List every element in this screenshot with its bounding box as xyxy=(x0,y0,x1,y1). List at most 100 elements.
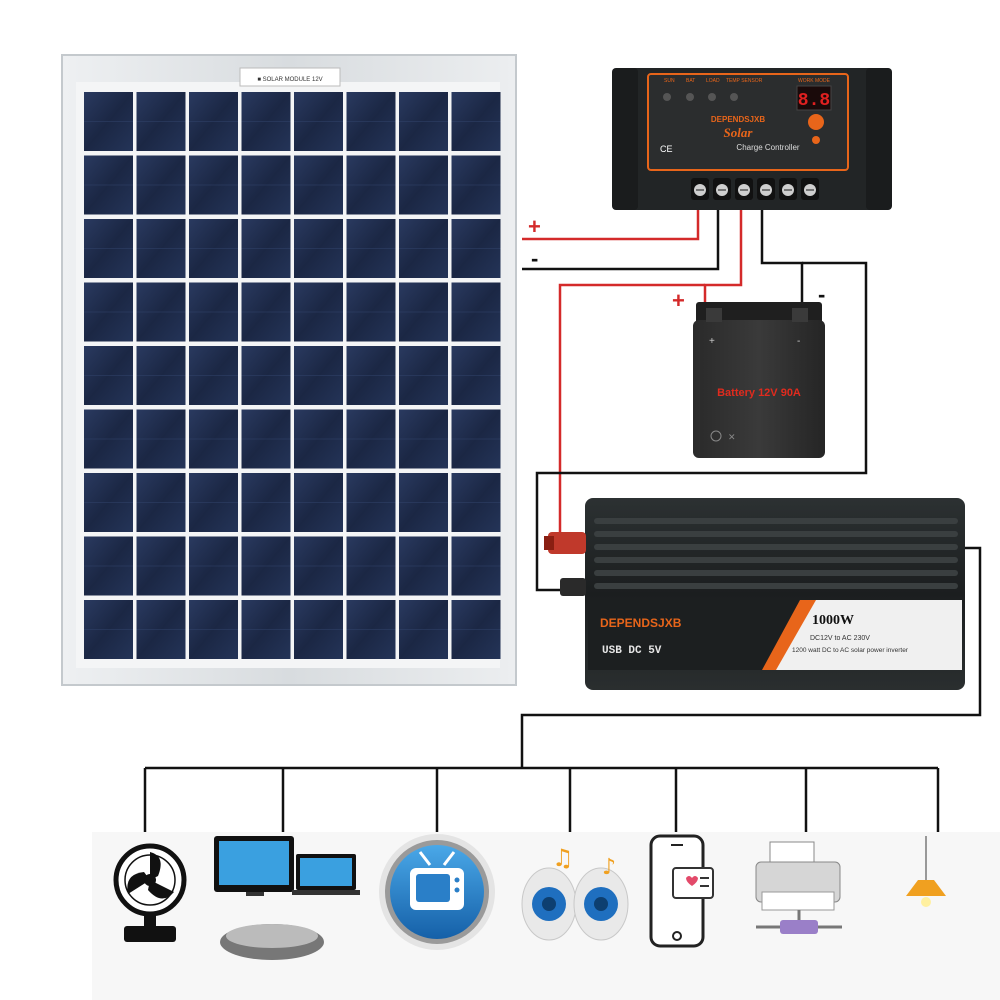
controller-product: Solar xyxy=(724,125,754,140)
solar-cell xyxy=(189,283,238,342)
solar-cell xyxy=(294,537,343,596)
terminal-screw xyxy=(713,178,731,200)
solar-cell xyxy=(137,219,186,278)
solar-cell xyxy=(137,473,186,532)
inverter-brand: DEPENDSJXB xyxy=(600,616,682,630)
solar-cell xyxy=(189,92,238,151)
battery-terminal-positive xyxy=(706,308,722,322)
solar-cell xyxy=(294,283,343,342)
panel-label-text: ■ SOLAR MODULE 12V xyxy=(257,77,322,83)
solar-cell xyxy=(452,283,501,342)
solar-cell xyxy=(242,92,291,151)
solar-cell xyxy=(347,92,396,151)
monitor-stand xyxy=(246,892,264,896)
solar-cell xyxy=(452,473,501,532)
battery-plus-wire-mark: + xyxy=(672,288,685,313)
solar-cell xyxy=(189,600,238,659)
solar-cell xyxy=(399,219,448,278)
panel-plus-mark: + xyxy=(528,214,541,239)
indicator-load: LOAD xyxy=(706,78,720,84)
terminal-screw xyxy=(691,178,709,200)
solar-cell xyxy=(452,537,501,596)
solar-cell xyxy=(84,156,133,215)
battery-terminal-negative xyxy=(792,308,808,322)
solar-cell xyxy=(399,410,448,469)
solar-cell xyxy=(189,219,238,278)
tv-screen xyxy=(416,874,450,902)
solar-cell xyxy=(452,156,501,215)
terminal-screw xyxy=(757,178,775,200)
battery-negative-wire xyxy=(762,210,802,306)
solar-cell xyxy=(347,473,396,532)
controller-left-tab xyxy=(612,68,638,210)
solar-cell xyxy=(242,346,291,405)
solar-cell xyxy=(399,346,448,405)
battery-positive-wire xyxy=(705,210,741,306)
bin-icon: ✕ xyxy=(728,432,736,442)
solar-cell xyxy=(84,219,133,278)
heat-fin xyxy=(594,557,958,563)
solar-cell xyxy=(452,600,501,659)
ce-mark: CE xyxy=(660,144,673,154)
fan-icon xyxy=(116,846,184,942)
solar-cell xyxy=(189,537,238,596)
mode-button[interactable] xyxy=(808,114,824,130)
inverter-spec-1: DC12V to AC 230V xyxy=(810,635,870,642)
solar-cell xyxy=(137,600,186,659)
heat-fin xyxy=(594,583,958,589)
solar-cell xyxy=(137,410,186,469)
fan-neck xyxy=(144,914,156,928)
solar-cell xyxy=(84,537,133,596)
solar-cell xyxy=(452,410,501,469)
laptop-base xyxy=(292,890,360,895)
indicator-sun: SUN xyxy=(664,78,675,84)
solar-cell xyxy=(399,600,448,659)
appliances: ♫ ♪ xyxy=(92,832,1000,1000)
fan-hub xyxy=(144,874,156,886)
mode-button-minor[interactable] xyxy=(812,136,820,144)
heat-fin xyxy=(594,570,958,576)
network-node-icon xyxy=(780,920,818,934)
mode-display-value: 8.8 xyxy=(798,91,830,111)
panel-minus-mark: - xyxy=(531,246,538,271)
solar-cell xyxy=(242,537,291,596)
heat-fin xyxy=(594,518,958,524)
battery-label: Battery 12V 90A xyxy=(717,387,801,399)
tv-icon xyxy=(379,834,495,950)
solar-cell xyxy=(242,600,291,659)
terminal-screw xyxy=(801,178,819,200)
solar-cell xyxy=(84,92,133,151)
solar-cell xyxy=(347,537,396,596)
solar-cell xyxy=(242,473,291,532)
inverter: DEPENDSJXB USB DC 5V 1000W DC12V to AC 2… xyxy=(544,498,965,690)
bat-led xyxy=(686,93,694,101)
solar-cell xyxy=(137,92,186,151)
inverter-spec-2: 1200 watt DC to AC solar power inverter xyxy=(792,647,909,654)
music-note-icon: ♪ xyxy=(602,855,616,880)
temp-led xyxy=(730,93,738,101)
solar-cell xyxy=(347,410,396,469)
solar-panel: ■ SOLAR MODULE 12V xyxy=(62,55,516,685)
solar-cell xyxy=(189,410,238,469)
solar-cell xyxy=(294,600,343,659)
terminal-screw xyxy=(735,178,753,200)
solar-cell xyxy=(294,346,343,405)
printer-paper-out xyxy=(762,892,834,910)
solar-cell xyxy=(242,219,291,278)
solar-cell xyxy=(452,346,501,405)
solar-cell xyxy=(399,537,448,596)
solar-cell xyxy=(399,92,448,151)
solar-cell xyxy=(189,473,238,532)
inverter-power: 1000W xyxy=(812,613,854,628)
load-led xyxy=(708,93,716,101)
solar-cell xyxy=(399,283,448,342)
solar-cell xyxy=(189,156,238,215)
solar-cell xyxy=(84,473,133,532)
solar-cell xyxy=(242,283,291,342)
solar-cell xyxy=(294,410,343,469)
charge-controller: SUN BAT LOAD TEMP SENSOR WORK MODE 8.8 D… xyxy=(612,68,892,210)
solar-cell xyxy=(84,346,133,405)
sun-led xyxy=(663,93,671,101)
solar-cell xyxy=(452,92,501,151)
solar-cell xyxy=(189,346,238,405)
